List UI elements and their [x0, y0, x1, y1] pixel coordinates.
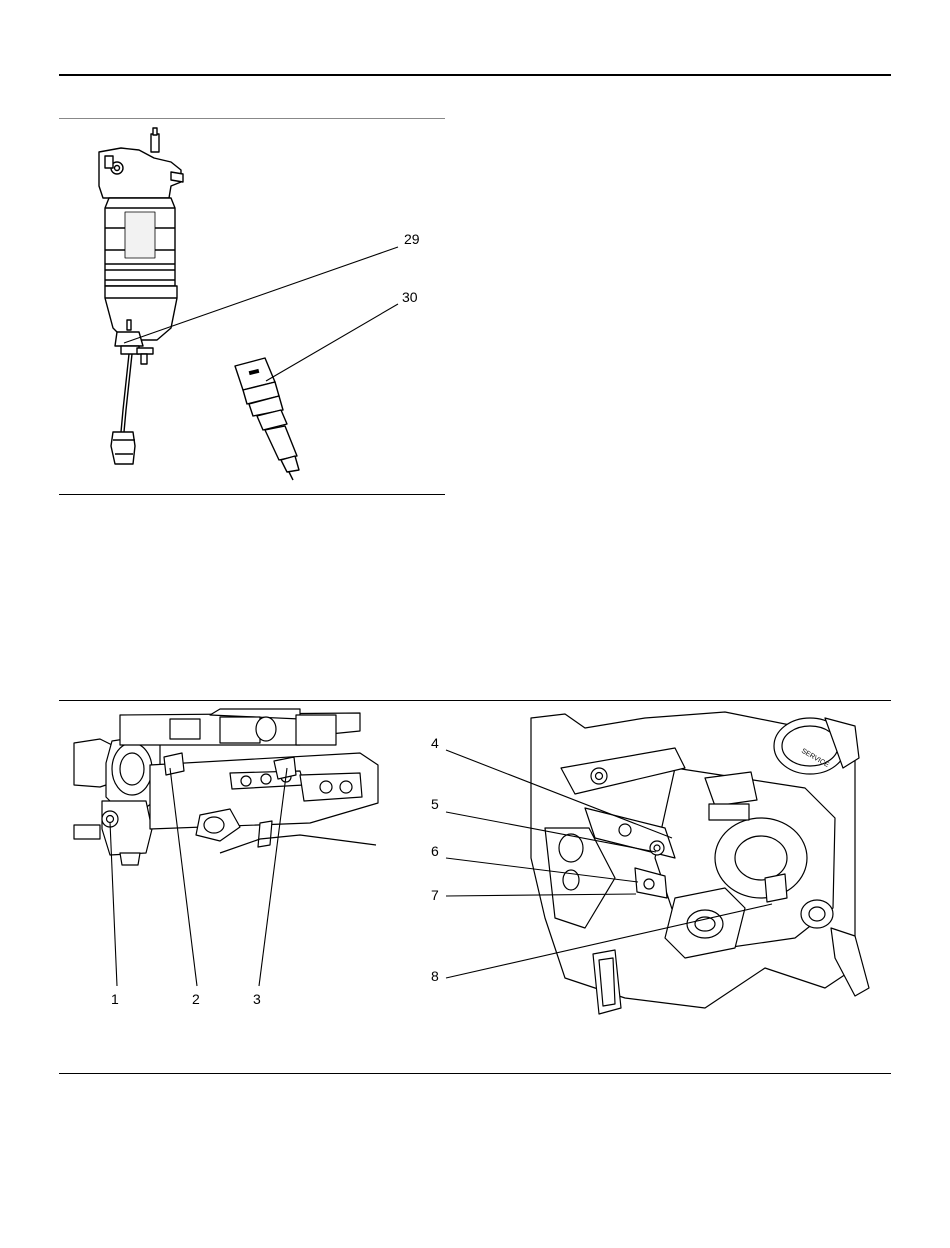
callout-8: 8 [431, 968, 439, 984]
callout-6: 6 [431, 843, 439, 859]
callout-4: 4 [431, 735, 439, 751]
callout-7: 7 [431, 887, 439, 903]
callout-5: 5 [431, 796, 439, 812]
